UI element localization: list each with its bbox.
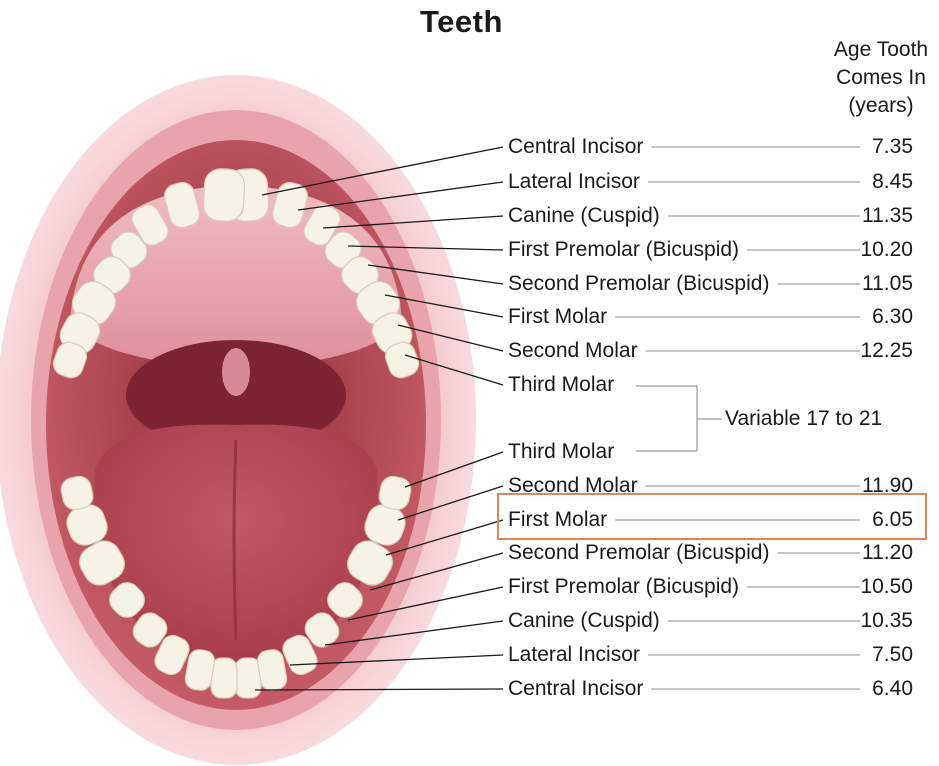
age-header-line-1: Age Tooth bbox=[820, 36, 939, 64]
tooth-age: 10.20 bbox=[838, 235, 913, 265]
tooth-name: First Premolar (Bicuspid) bbox=[508, 572, 739, 602]
tooth-age: 10.35 bbox=[838, 606, 913, 636]
tooth-age: 7.50 bbox=[838, 640, 913, 670]
tooth-row: Lateral Incisor 7.50 bbox=[0, 640, 939, 670]
tooth-name: Central Incisor bbox=[508, 132, 643, 162]
tooth-row: Third Molar bbox=[0, 437, 939, 467]
tooth-row: Third Molar bbox=[0, 370, 939, 400]
tooth-name: Second Premolar (Bicuspid) bbox=[508, 269, 769, 299]
tooth-name: Lateral Incisor bbox=[508, 167, 640, 197]
tooth-name: Third Molar bbox=[508, 370, 614, 400]
tooth-name: Lateral Incisor bbox=[508, 640, 640, 670]
age-header-line-2: Comes In bbox=[820, 64, 939, 92]
tooth-name: First Molar bbox=[508, 302, 607, 332]
tooth-age: 7.35 bbox=[838, 132, 913, 162]
tooth-age: 11.20 bbox=[838, 538, 913, 568]
tooth-name: Second Molar bbox=[508, 336, 638, 366]
tooth-row: Central Incisor 6.40 bbox=[0, 674, 939, 704]
tooth-name: Second Premolar (Bicuspid) bbox=[508, 538, 769, 568]
tooth-age: 8.45 bbox=[838, 167, 913, 197]
tooth-age: 12.25 bbox=[838, 336, 913, 366]
tooth-row: First Premolar (Bicuspid) 10.50 bbox=[0, 572, 939, 602]
age-column-header: Age Tooth Comes In (years) bbox=[820, 36, 939, 120]
third-molar-age-label: Variable 17 to 21 bbox=[725, 404, 882, 434]
tooth-name: Canine (Cuspid) bbox=[508, 606, 660, 636]
tooth-name: Canine (Cuspid) bbox=[508, 201, 660, 231]
tooth-row: Canine (Cuspid) 11.35 bbox=[0, 201, 939, 231]
page-title: Teeth bbox=[420, 4, 503, 40]
tooth-row: Second Molar 12.25 bbox=[0, 336, 939, 366]
tooth-age: 11.05 bbox=[838, 269, 913, 299]
tooth-row: Second Premolar (Bicuspid) 11.20 bbox=[0, 538, 939, 568]
tooth-row: Second Premolar (Bicuspid) 11.05 bbox=[0, 269, 939, 299]
tooth-name: Central Incisor bbox=[508, 674, 643, 704]
tooth-row: First Molar 6.30 bbox=[0, 302, 939, 332]
age-header-line-3: (years) bbox=[820, 92, 939, 120]
tooth-name: First Premolar (Bicuspid) bbox=[508, 235, 739, 265]
tooth-age: 11.35 bbox=[838, 201, 913, 231]
tooth-row: Central Incisor 7.35 bbox=[0, 132, 939, 162]
tooth-age: 6.30 bbox=[838, 302, 913, 332]
tooth-age: 6.40 bbox=[838, 674, 913, 704]
tooth-row: Canine (Cuspid) 10.35 bbox=[0, 606, 939, 636]
tooth-row: First Premolar (Bicuspid) 10.20 bbox=[0, 235, 939, 265]
tooth-name: Third Molar bbox=[508, 437, 614, 467]
tooth-age: 10.50 bbox=[838, 572, 913, 602]
highlight-box bbox=[497, 493, 927, 540]
tooth-row: Lateral Incisor 8.45 bbox=[0, 167, 939, 197]
